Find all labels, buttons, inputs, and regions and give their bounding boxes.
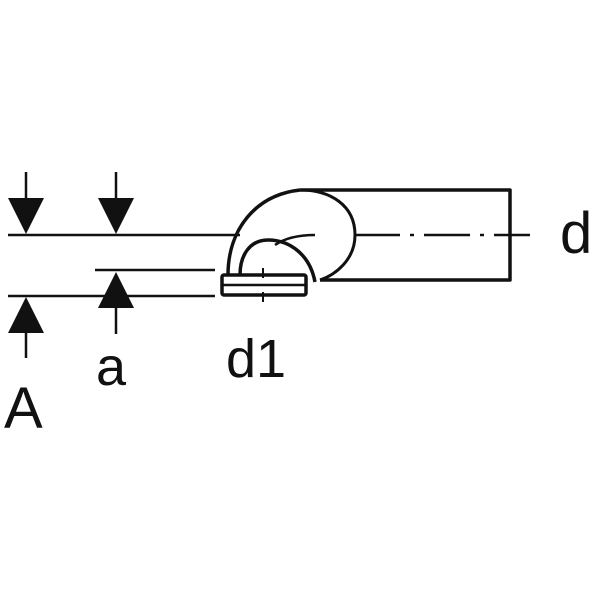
label-a: a (96, 337, 127, 397)
arrow-a-bottom-head (98, 272, 134, 308)
pipe-outline (300, 188, 512, 282)
elbow-outer-curve (226, 188, 301, 276)
arrow-A-top-head (8, 198, 44, 234)
socket-flange (220, 268, 308, 302)
label-d1: d1 (226, 329, 286, 389)
dimension-labels: d d1 a A (4, 201, 592, 441)
arrow-a-top-head (98, 198, 134, 234)
label-d: d (560, 201, 592, 266)
dimension-arrows (8, 172, 134, 358)
pipe-body (299, 188, 512, 282)
pipe-end-ellipse (299, 188, 357, 282)
elbow-centerline (274, 233, 316, 247)
pipe-elbow (226, 188, 317, 283)
label-A: A (4, 376, 43, 441)
elbow-inner-curve (238, 238, 317, 283)
arrow-A-bottom-head (8, 297, 44, 333)
